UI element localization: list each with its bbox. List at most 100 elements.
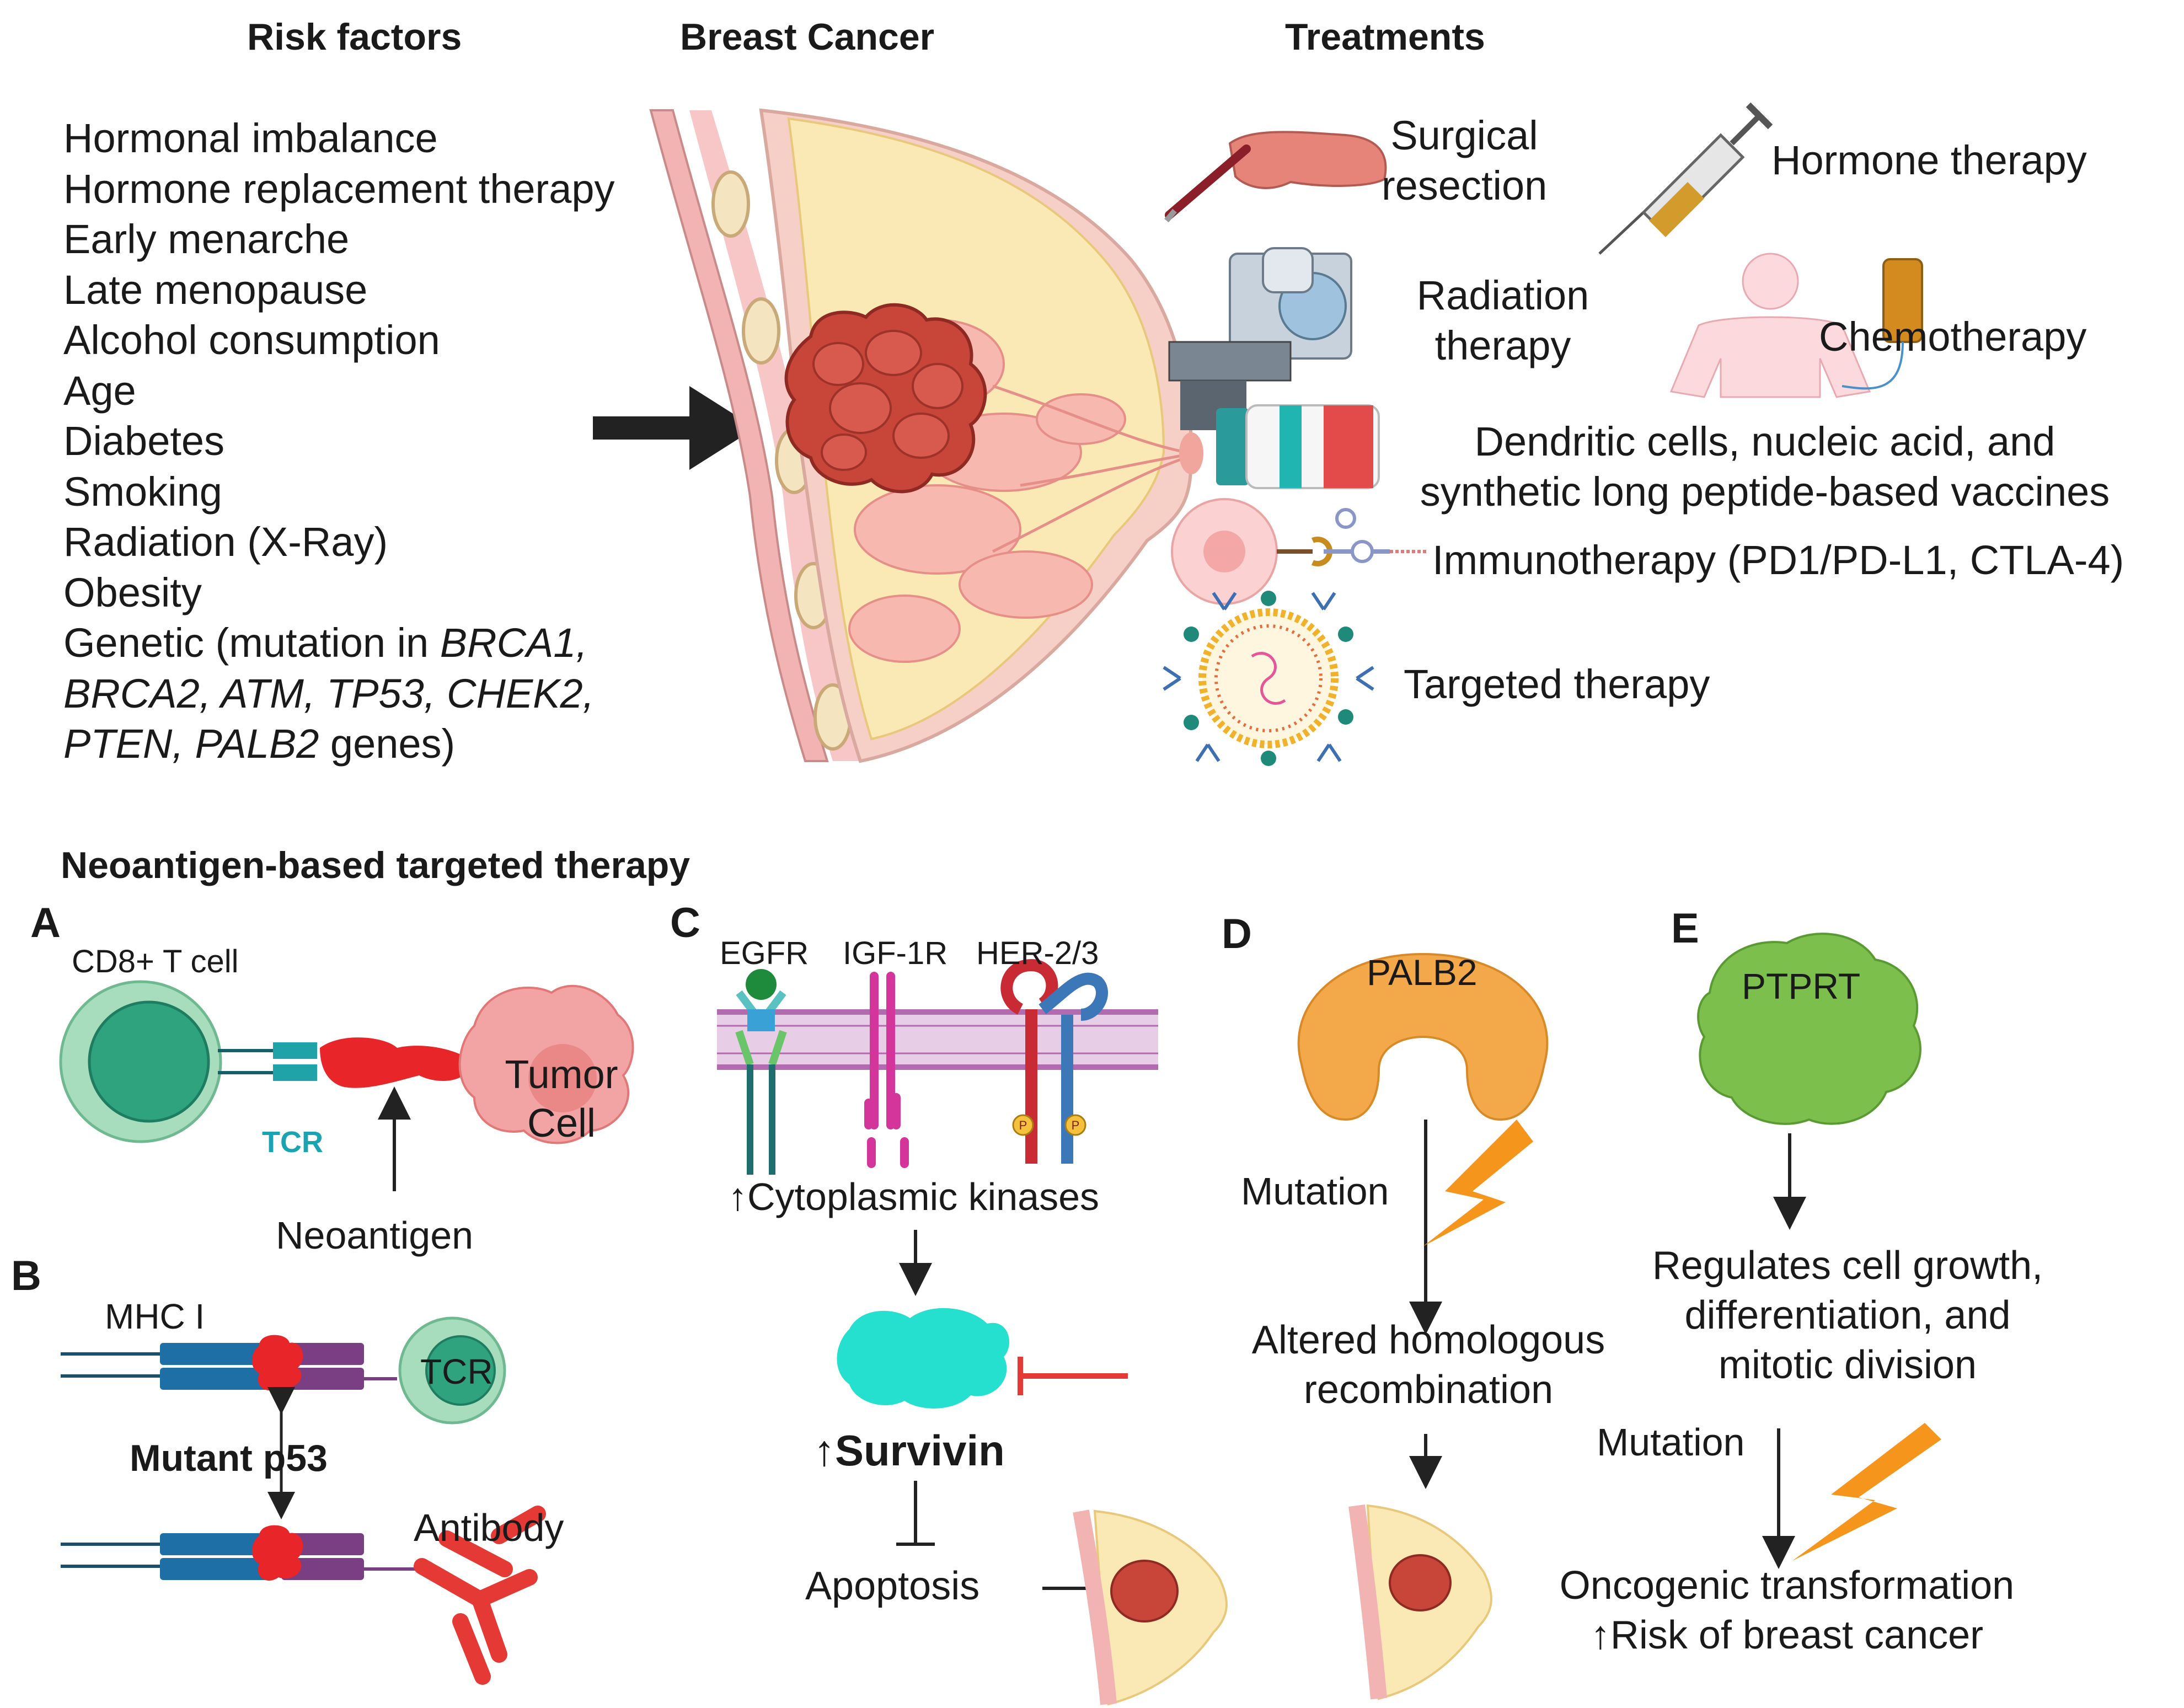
treatment-immuno: Immunotherapy (PD1/PD-L1, CTLA-4) [1432, 537, 2124, 583]
her-label: HER-2/3 [976, 935, 1099, 971]
breast-illustration [593, 108, 1203, 763]
vaccines-label-1: Dendritic cells, nucleic acid, and [1474, 419, 2055, 464]
lightning-e-icon [1792, 1423, 1941, 1561]
risk-factor-item: Diabetes [63, 418, 225, 464]
small-breast-c-icon [1073, 1509, 1228, 1706]
surgical-label-1: Surgical [1390, 113, 1538, 158]
risk-factor-list: Hormonal imbalance Hormone replacement t… [63, 113, 615, 769]
radiation-machine-icon [1168, 247, 1352, 430]
chest-wall [649, 109, 829, 762]
genetic-genes-3: PTEN, PALB2 [63, 721, 319, 767]
risk-factor-item: Age [63, 367, 136, 414]
genetic-genes-1: BRCA1, [440, 620, 588, 666]
panel-d-letter: D [1222, 911, 1252, 957]
nanoparticle-icon [1163, 591, 1374, 766]
kinases-label: ↑Cytoplasmic kinases [728, 1175, 1099, 1218]
risk-factor-item: Obesity [63, 569, 202, 615]
tumor-label-1: Tumor [505, 1053, 618, 1097]
risk-factor-item: Smoking [63, 468, 222, 515]
vaccines-label-2: synthetic long peptide-based vaccines [1420, 469, 2110, 515]
panel-c-letter: C [670, 899, 700, 946]
treatments-header: Treatments [1285, 16, 1485, 58]
treatment-targeted: Targeted therapy [1404, 661, 1710, 707]
mutation-d-label: Mutation [1241, 1170, 1389, 1213]
genetic-prefix: Genetic (mutation in [63, 620, 440, 666]
panel-e-letter: E [1671, 905, 1699, 952]
nipple [1179, 432, 1203, 474]
cd8-label: CD8+ T cell [72, 944, 239, 979]
altered-recombination-label: Altered homologous recombination [1224, 1315, 1632, 1415]
panel-c: P P [717, 959, 1228, 1706]
panel-e [1697, 933, 1941, 1569]
ribs [711, 170, 852, 751]
treatment-surgical: Surgical resection [1382, 110, 1547, 211]
risk-factor-genetic: Genetic (mutation in BRCA1, [63, 618, 615, 668]
treatment-vaccines: Dendritic cells, nucleic acid, and synth… [1379, 416, 2151, 517]
palb2-protein-icon [1297, 952, 1549, 1121]
igf1r-label: IGF-1R [843, 935, 948, 971]
p53-peptide [251, 1335, 303, 1390]
regulates-label: Regulates cell growth, differentiation, … [1616, 1241, 2079, 1390]
ducts [992, 384, 1186, 553]
risk-factor-item: Hormone replacement therapy [63, 165, 615, 212]
panel-b [61, 1316, 546, 1685]
mutation-e-label: Mutation [1597, 1421, 1745, 1464]
breast-cancer-header: Breast Cancer [680, 16, 935, 58]
tcr-segment [273, 1042, 317, 1059]
panel-b-letter: B [11, 1252, 41, 1299]
altered-label-1: Altered homologous [1251, 1318, 1605, 1362]
risk-factor-item: Radiation (X-Ray) [63, 519, 388, 565]
risk-factors-header: Risk factors [247, 16, 462, 58]
regulates-label-1: Regulates cell growth, [1652, 1244, 2043, 1288]
treatment-icons [1163, 102, 1923, 766]
lightning-d-icon [1423, 1120, 1533, 1246]
survivin-label: ↑Survivin [813, 1426, 1005, 1475]
tumor-label-2: Cell [527, 1101, 596, 1145]
risk-factor-item: Early menarche [63, 216, 350, 262]
risk-factor-item: Hormonal imbalance [63, 115, 438, 161]
her-receptor-icon [1000, 959, 1109, 1164]
altered-label-2: recombination [1303, 1368, 1554, 1412]
risk-factor-genetic-2: BRCA2, ATM, TP53, CHEK2, [63, 668, 615, 719]
risk-arrow-icon [593, 386, 756, 470]
radiation-label-2: therapy [1434, 323, 1571, 368]
mutant-p53-label: Mutant p53 [130, 1437, 328, 1479]
regulates-label-3: mitotic division [1718, 1343, 1977, 1387]
tumor-nucleus [528, 1044, 597, 1112]
neoantigen-title: Neoantigen-based targeted therapy [61, 844, 690, 886]
ptprt-label: PTPRT [1742, 966, 1861, 1006]
antibody-label: Antibody [414, 1506, 564, 1549]
small-breast-d-icon [1348, 1504, 1492, 1700]
treatment-radiation: Radiation therapy [1409, 270, 1597, 371]
immunotherapy-cell-icon [1171, 498, 1428, 605]
regulates-label-2: differentiation, and [1684, 1293, 2011, 1337]
mhc-label: MHC I [105, 1297, 205, 1336]
antibody-icon [414, 1506, 546, 1685]
syringe-icon [1598, 102, 1773, 255]
mhc-segment [160, 1343, 270, 1365]
risk-factor-item: Late menopause [63, 266, 368, 313]
risk-factor-genetic-3: PTEN, PALB2 genes) [63, 719, 615, 769]
palb2-label: PALB2 [1367, 952, 1478, 993]
onco-label-2: ↑Risk of breast cancer [1590, 1613, 1984, 1657]
phospho-label-1: P [1019, 1118, 1027, 1132]
panel-a [59, 980, 634, 1191]
apoptosis-label: Apoptosis [805, 1564, 980, 1608]
phospho-label-2: P [1072, 1118, 1080, 1132]
neoantigen-label: Neoantigen [276, 1214, 474, 1257]
panel-a-letter: A [30, 899, 61, 946]
panels-diagram: P P [59, 933, 1941, 1706]
genetic-suffix: genes) [319, 721, 456, 767]
vaccine-vial-icon [1216, 404, 1380, 489]
genetic-genes-2: BRCA2, ATM, TP53, CHEK2, [63, 670, 595, 716]
risk-factor-item: Alcohol consumption [63, 317, 440, 363]
ptprt-protein-icon [1697, 933, 1921, 1125]
egfr-label: EGFR [720, 935, 809, 971]
tcell-nucleus [88, 1000, 210, 1123]
tcr-label-a: TCR [262, 1126, 323, 1159]
surgical-hand-icon [1164, 131, 1387, 223]
treatment-hormone: Hormone therapy [1771, 137, 2087, 183]
onco-label-1: Oncogenic transformation [1559, 1564, 2015, 1608]
radiation-label-1: Radiation [1416, 272, 1589, 318]
egfr-receptor-icon [735, 969, 787, 1175]
